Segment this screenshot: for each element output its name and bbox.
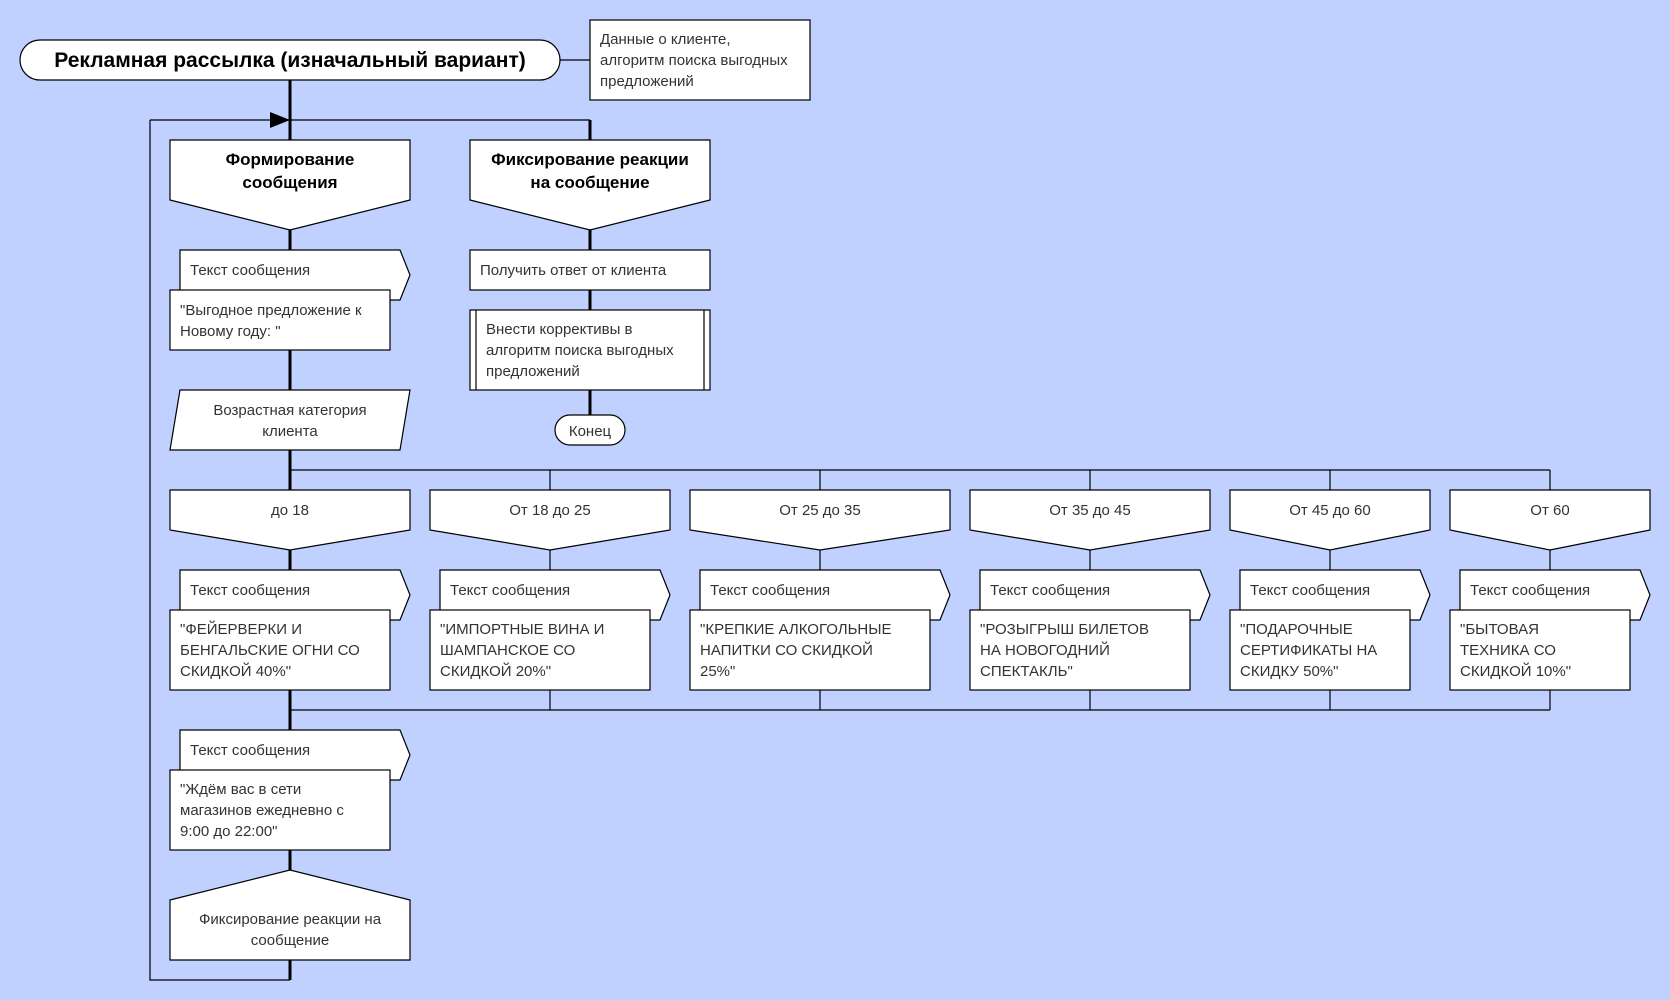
case-text-box[interactable] xyxy=(1449,609,1631,691)
case-text-line: ШАМПАНСКОЕ СО xyxy=(440,642,575,659)
case-text-line: "ПОДАРОЧНЫЕ xyxy=(1240,621,1353,638)
age-input[interactable]: Возрастная категория клиента xyxy=(169,389,411,451)
case-column[interactable]: От 18 до 25 Текст сообщения "ИМПОРТНЫЕ ВИН… xyxy=(429,470,671,710)
adjust-algorithm-line-3: предложений xyxy=(486,363,580,380)
case-text-line: СКИДКОЙ 20%" xyxy=(440,662,551,680)
end-label: Конец xyxy=(569,423,612,440)
greeting-output-label: Текст сообщения xyxy=(190,262,310,279)
case-output-label: Текст сообщения xyxy=(990,582,1110,599)
closing-text-line-2: магазинов ежедневно с xyxy=(180,802,344,819)
case-text-line: ТЕХНИКА СО xyxy=(1460,642,1556,659)
input-data-line-3: предложений xyxy=(600,73,694,90)
adjust-algorithm-insertion[interactable]: Внести коррективы в алгоритм поиска выго… xyxy=(469,309,711,391)
choice-cases: до 18 Текст сообщения "ФЕЙЕРВЕРКИ И БЕНГАЛЬ… xyxy=(169,469,1651,711)
greeting-text-line-1: "Выгодное предложение к xyxy=(180,302,362,319)
title-terminator[interactable]: Рекламная рассылка (изначальный вариант) xyxy=(19,39,561,81)
case-text-line: "РОЗЫГРЫШ БИЛЕТОВ xyxy=(980,621,1149,638)
case-text-line: СЕРТИФИКАТЫ НА xyxy=(1240,642,1377,659)
greeting-output[interactable]: Текст сообщения "Выгодное предложение к … xyxy=(169,249,411,351)
case-text-line: СКИДКОЙ 40%" xyxy=(180,662,291,680)
closing-text-line-1: "Ждём вас в сети xyxy=(180,781,301,798)
closing-output-label: Текст сообщения xyxy=(190,742,310,759)
case-column[interactable]: до 18 Текст сообщения "ФЕЙЕРВЕРКИ И БЕНГАЛЬ… xyxy=(169,489,411,691)
case-text-line: "БЫТОВАЯ xyxy=(1460,621,1539,638)
case-text-line: "ИМПОРТНЫЕ ВИНА И xyxy=(440,621,604,638)
case-text-line: СПЕКТАКЛЬ" xyxy=(980,663,1073,680)
case-column[interactable]: От 25 до 35 Текст сообщения "КРЕПКИЕ АЛКОГ… xyxy=(689,470,951,710)
case-text-box[interactable] xyxy=(969,609,1191,691)
case-column[interactable]: От 35 до 45 Текст сообщения "РОЗЫГРЫШ БИЛЕ… xyxy=(969,470,1211,710)
case-text-box[interactable] xyxy=(689,609,931,691)
branch-reaction-line-2: на сообщение xyxy=(530,173,649,192)
case-text-line: НА НОВОГОДНИЙ xyxy=(980,641,1110,659)
case-shape[interactable] xyxy=(969,489,1211,551)
case-output-label: Текст сообщения xyxy=(1250,582,1370,599)
input-data-line-1: Данные о клиенте, xyxy=(600,31,731,48)
adjust-algorithm-line-2: алгоритм поиска выгодных xyxy=(486,342,674,359)
case-shape[interactable] xyxy=(429,489,671,551)
age-input-line-2: клиента xyxy=(262,423,318,440)
case-output-label: Текст сообщения xyxy=(450,582,570,599)
greeting-text-line-2: Новому году: " xyxy=(180,323,281,340)
diagram-title: Рекламная рассылка (изначальный вариант) xyxy=(54,49,525,72)
case-shape[interactable] xyxy=(1449,489,1651,551)
case-text-box[interactable] xyxy=(429,609,651,691)
address-reaction-line-2: сообщение xyxy=(251,932,329,949)
adjust-algorithm-line-1: Внести коррективы в xyxy=(486,321,633,338)
case-column[interactable]: От 45 до 60 Текст сообщения "ПОДАРОЧНЫЕ СЕР… xyxy=(1229,470,1431,710)
case-output-label: Текст сообщения xyxy=(710,582,830,599)
case-column[interactable]: От 60 Текст сообщения "БЫТОВАЯ ТЕХНИКА СО СК… xyxy=(1449,470,1651,710)
case-text-line: "ФЕЙЕРВЕРКИ И xyxy=(180,620,302,638)
age-input-line-1: Возрастная категория xyxy=(213,402,366,419)
address-reaction-line-1: Фиксирование реакции на xyxy=(199,911,382,928)
closing-text-line-3: 9:00 до 22:00" xyxy=(180,823,278,840)
case-text-line: СКИДКОЙ 10%" xyxy=(1460,662,1571,680)
input-data-line-2: алгоритм поиска выгодных xyxy=(600,52,788,69)
case-output-label: Текст сообщения xyxy=(190,582,310,599)
end-terminator[interactable]: Конец xyxy=(554,414,626,446)
get-response-action[interactable]: Получить ответ от клиента xyxy=(469,249,711,291)
branch-formation-line-2: сообщения xyxy=(242,173,337,192)
branch-formation-line-1: Формирование xyxy=(226,150,355,169)
case-label: От 45 до 60 xyxy=(1289,502,1371,519)
branch-reaction[interactable]: Фиксирование реакции на сообщение xyxy=(469,139,711,231)
branch-formation[interactable]: Формирование сообщения xyxy=(169,139,411,231)
loop-arrow-icon xyxy=(270,112,290,128)
case-text-line: БЕНГАЛЬСКИЕ ОГНИ СО xyxy=(180,642,360,659)
case-text-box[interactable] xyxy=(1229,609,1411,691)
case-label: От 25 до 35 xyxy=(779,502,861,519)
case-shape[interactable] xyxy=(169,489,411,551)
address-reaction[interactable]: Фиксирование реакции на сообщение xyxy=(169,869,411,961)
case-shape[interactable] xyxy=(1229,489,1431,551)
case-label: От 18 до 25 xyxy=(509,502,591,519)
case-shape[interactable] xyxy=(689,489,951,551)
case-output-label: Текст сообщения xyxy=(1470,582,1590,599)
case-label: От 35 до 45 xyxy=(1049,502,1131,519)
case-label: От 60 xyxy=(1530,502,1569,519)
get-response-label: Получить ответ от клиента xyxy=(480,262,667,279)
case-text-line: 25%" xyxy=(700,663,735,680)
case-text-box[interactable] xyxy=(169,609,391,691)
branch-reaction-line-1: Фиксирование реакции xyxy=(491,150,689,169)
case-text-line: "КРЕПКИЕ АЛКОГОЛЬНЫЕ xyxy=(700,621,892,638)
input-data-box[interactable]: Данные о клиенте, алгоритм поиска выгодн… xyxy=(589,19,811,101)
case-label: до 18 xyxy=(271,502,309,519)
closing-output[interactable]: Текст сообщения "Ждём вас в сети магазин… xyxy=(169,729,411,851)
case-text-line: НАПИТКИ СО СКИДКОЙ xyxy=(700,641,873,659)
case-text-line: СКИДКУ 50%" xyxy=(1240,663,1338,680)
